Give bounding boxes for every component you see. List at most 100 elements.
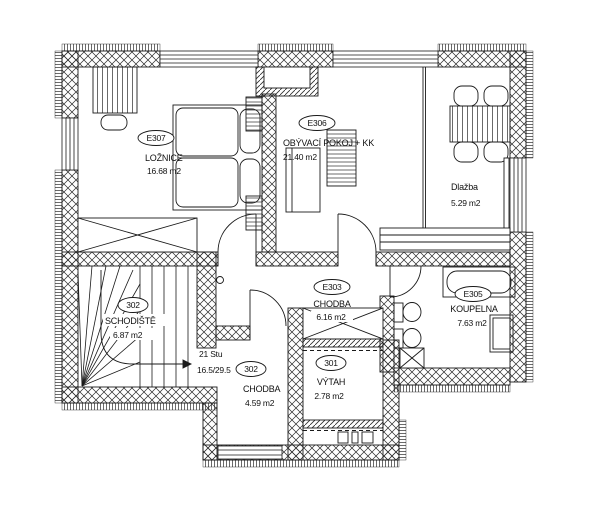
wall-left-a [61,50,79,119]
bedroom-furniture [92,66,263,231]
door-jambs [217,252,377,340]
door-hall-lower [249,289,287,327]
label-bathroom: E305 KOUPELNA 7.63 m2 [450,286,498,328]
toilet-bowl [402,302,422,322]
room-number-badge [117,297,149,313]
terrace-elements [379,67,511,251]
washer-drum [492,317,511,350]
label-terrace: Dlažba 5.29 m2 [451,182,481,208]
window-bottom [217,445,283,460]
room-number: 301 [324,358,338,368]
comb-right-lower [525,231,534,383]
terrace-chair-1 [453,85,479,107]
stair-dimensions-note: 16.5/29.5 [197,365,231,375]
room-name: CHODBA [313,299,351,309]
label-backing [311,311,353,322]
label-hall: E303 CHODBA 6.16 m2 [311,279,353,322]
elevator-counterweight-a [337,431,349,444]
room-area: 5.29 m2 [451,198,481,208]
nightstand-top [245,96,263,132]
comb-elevator-right [398,419,407,461]
room-area: 2.78 m2 [314,391,344,401]
room-name: SCHODIŠTĚ [105,316,156,326]
label-hall-lower: 302 CHODBA 4.59 m2 [235,361,281,408]
wall-elevator-right [382,339,400,461]
staircase-treads [77,265,189,387]
mattress-bottom [175,157,239,208]
comb-bottom-right [393,384,511,393]
room-number: E306 [307,118,327,128]
room-name: OBÝVACÍ POKOJ + KK [283,138,374,148]
comb-elevator-bottom [202,459,400,468]
elevator-counterweight-b [351,431,359,444]
label-elevator: 301 VÝTAH 2.78 m2 [314,355,347,401]
stair-steps-note: 21 Stu [199,349,223,359]
wall-mid-b [255,251,339,267]
room-name: CHODBA [243,384,281,394]
room-name: Dlažba [451,182,478,192]
room-name: VÝTAH [317,377,345,387]
wall-stair-hall [196,251,217,349]
window-top-left [159,50,259,68]
room-number-badge [235,361,267,377]
elevator-door-top [302,338,384,348]
kitchenette-unit [326,129,357,187]
door-bathroom [389,265,422,298]
room-number: 302 [244,364,258,374]
room-name: KOUPELNA [450,304,498,314]
wall-left-b [61,169,79,404]
desk [92,66,138,114]
terrace-table [449,105,511,143]
cabinet [285,147,321,213]
room-number: 302 [126,300,140,310]
terrace-chair-4 [483,141,509,163]
label-stair-note: 21 Stu 16.5/29.5 [197,349,231,375]
windows [61,50,527,460]
room-number: E307 [146,133,166,143]
label-bedroom: E307 LOŽNICE 16.68 m2 [137,130,183,176]
label-backing [103,314,175,326]
comb-top-mid [257,43,334,52]
stair-direction-arrow [182,359,193,369]
window-right [509,157,527,233]
wall-top-b [257,50,334,68]
comb-left-upper [54,50,63,119]
window-leaf [503,157,510,233]
comb-right-upper [525,50,534,159]
living-furniture [285,129,357,213]
toilet-tank [393,302,404,323]
wall-bottom-stairs [61,386,218,404]
comb-left-lower [54,169,63,404]
chimney-shaft [255,66,319,97]
room-number: E303 [322,282,342,292]
bathroom-fixtures [393,266,516,353]
comb-top-left [61,43,161,52]
room-number-badge [454,286,492,302]
room-labels: E307 LOŽNICE 16.68 m2 E306 OBÝVACÍ POKOJ… [103,115,498,408]
room-area: 16.68 m2 [147,166,181,176]
window-top-right [332,50,439,68]
elevator-door-bottom [302,419,384,429]
mattress-top [175,107,239,157]
room-name: LOŽNICE [145,153,183,163]
room-area: 7.63 m2 [457,318,487,328]
nightstand-bottom [245,195,263,231]
elevator-shaft [302,307,384,444]
stair-void-opening [77,217,198,253]
wall-bottom-bathroom [393,367,511,386]
door-living [337,213,377,253]
comb-bottom-left [61,402,218,411]
room-number-badge [315,355,347,371]
wall-right-b [509,231,527,383]
service-shaft [399,347,425,369]
desk-chair [100,114,128,131]
wall-elevator-left [287,307,304,461]
room-area: 21.40 m2 [283,152,317,162]
wall-mid-a [61,251,219,267]
label-living: E306 OBÝVACÍ POKOJ + KK 21.40 m2 [283,115,374,162]
walls [61,50,527,461]
chimney-flue [263,66,311,89]
room-number: E305 [463,289,483,299]
